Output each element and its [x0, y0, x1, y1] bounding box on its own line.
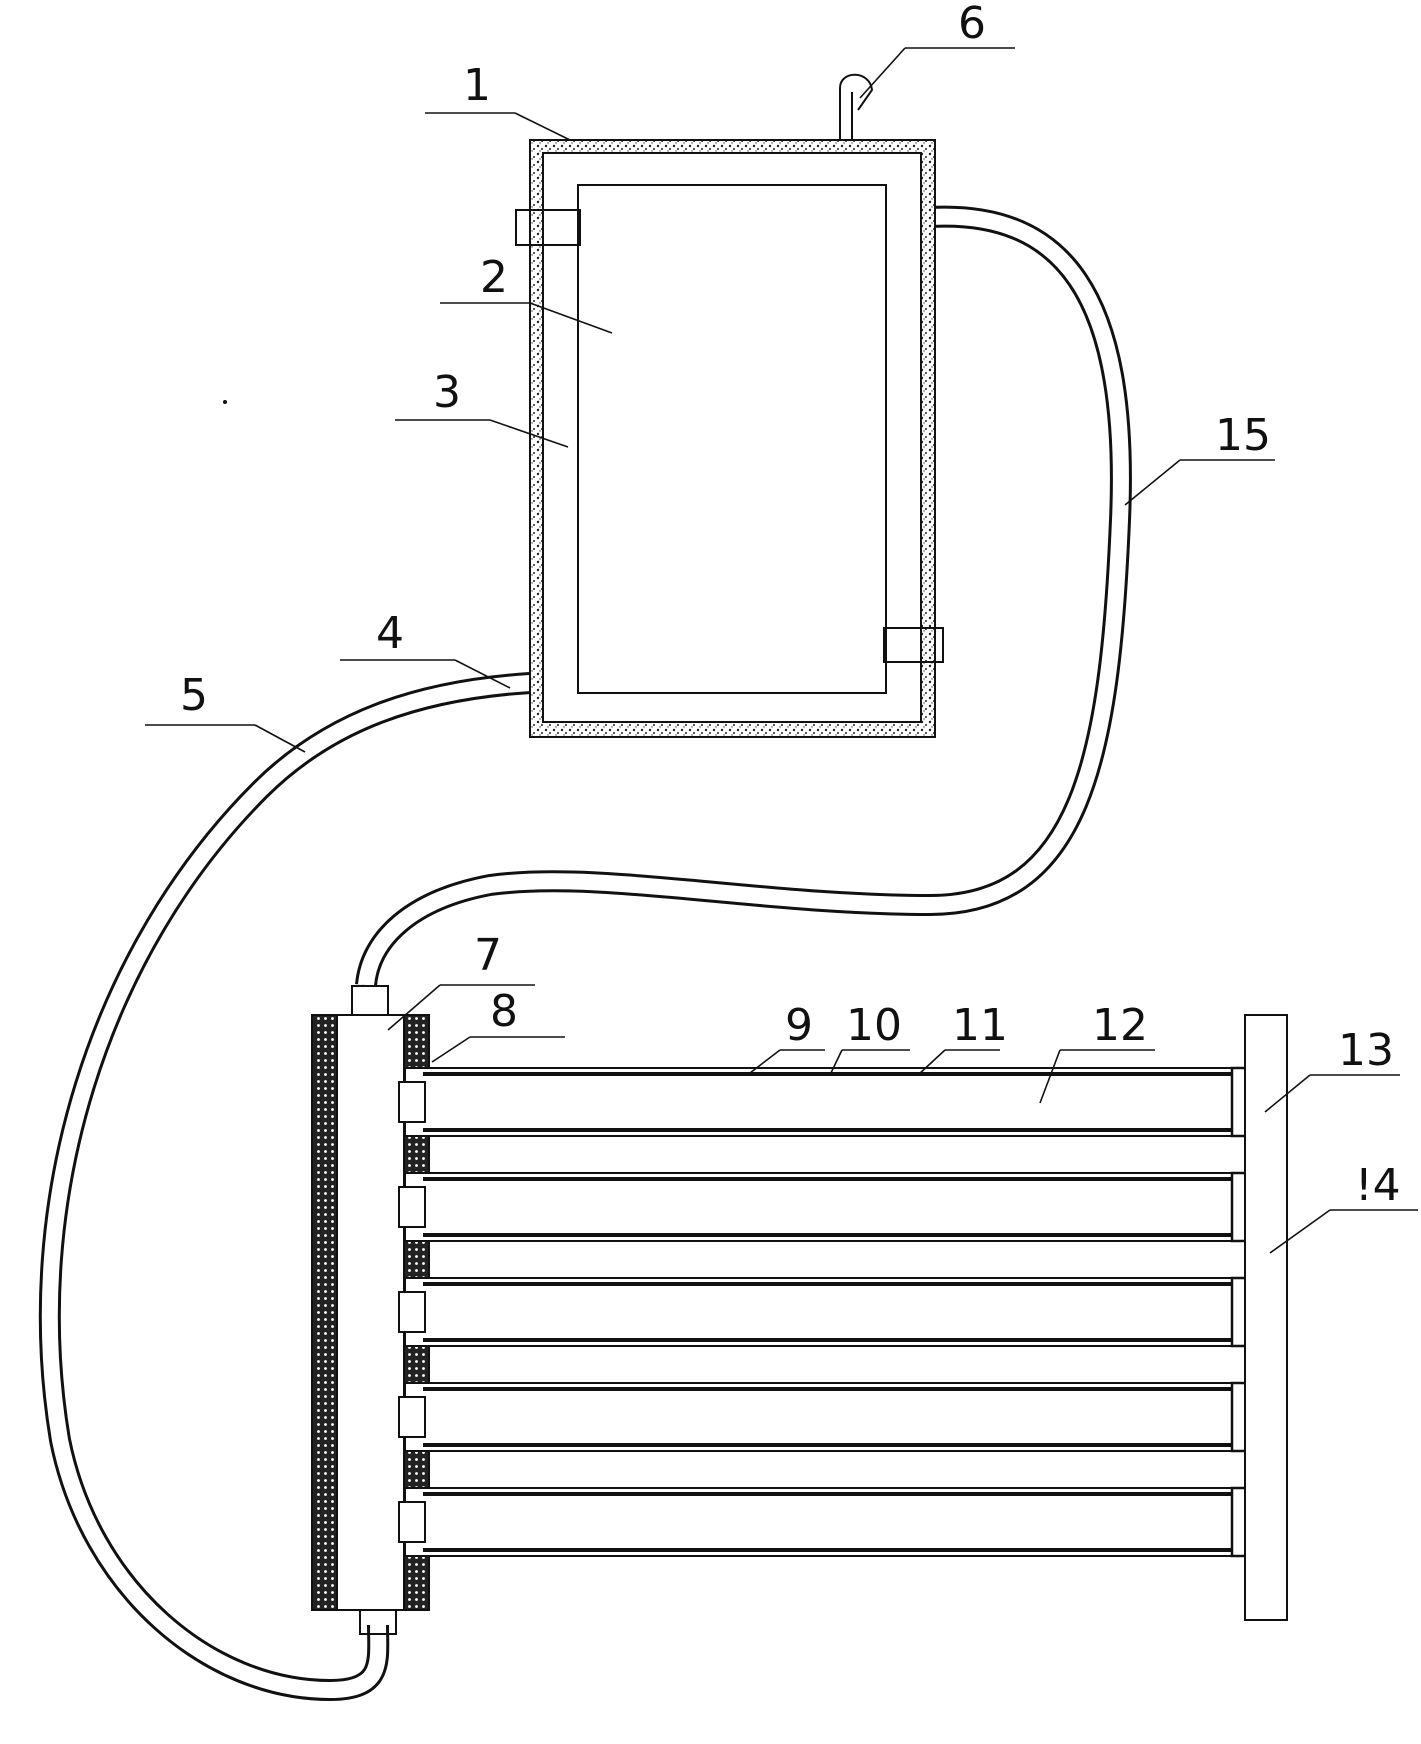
pipe-5-cold-water-feed: [38, 672, 531, 1702]
label-2: 2: [480, 252, 508, 303]
label-6: 6: [958, 0, 986, 49]
stray-dot: [223, 400, 227, 404]
label-7: 7: [474, 930, 502, 981]
label-15: 15: [1215, 410, 1271, 461]
header-insulation-left: [311, 1014, 338, 1611]
tube-socket: [398, 1186, 426, 1228]
label-12: 12: [1092, 1000, 1148, 1051]
label-8: 8: [490, 986, 518, 1037]
header-body: [336, 1014, 405, 1611]
leader-lines: [145, 47, 1418, 1254]
storage-tank: [515, 73, 944, 738]
label-11: 11: [952, 1000, 1008, 1051]
label-3: 3: [433, 367, 461, 418]
label-5: 5: [180, 670, 208, 721]
tube-outer-glass: [404, 1172, 1233, 1242]
tank-left-fitting: [515, 209, 581, 246]
label-13: 13: [1338, 1025, 1394, 1076]
label-4: 4: [376, 608, 404, 659]
vacuum-tube-array: [398, 1066, 1286, 1558]
tube-socket: [398, 1501, 426, 1543]
label-1: 1: [463, 60, 491, 111]
tube-outer-glass: [404, 1487, 1233, 1557]
tank-right-fitting: [883, 627, 944, 663]
part-labels: 1 2 3 4 5 6 7 8 9 10 11 12 13 !4 15: [180, 0, 1401, 1211]
header-bottom-nipple: [359, 1609, 397, 1635]
tank-inner-liner: [577, 184, 887, 694]
label-14: !4: [1355, 1160, 1401, 1211]
header-top-nipple: [351, 985, 389, 1016]
tube-socket: [398, 1396, 426, 1438]
label-9: 9: [785, 1000, 813, 1051]
pipe-15-hot-water-return: [355, 205, 1132, 987]
label-10: 10: [846, 1000, 902, 1051]
tube-outer-glass: [404, 1067, 1233, 1137]
tube-outer-glass: [404, 1277, 1233, 1347]
vent-pipe: [839, 73, 874, 140]
support-frame: [1244, 1014, 1288, 1621]
tube-socket: [398, 1291, 426, 1333]
tube-outer-glass: [404, 1382, 1233, 1452]
tube-socket: [398, 1081, 426, 1123]
